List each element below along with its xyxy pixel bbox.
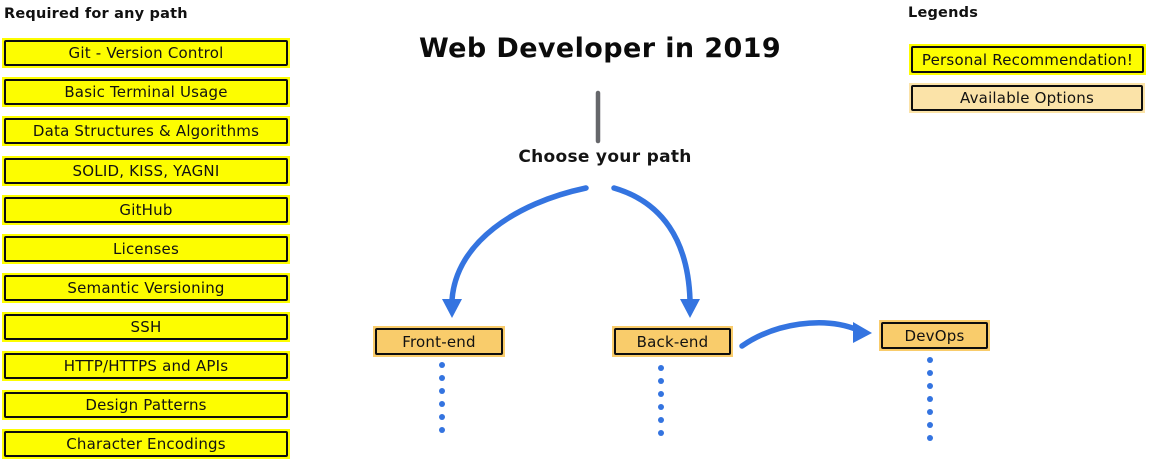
required-item-licenses: Licenses (2, 234, 290, 264)
arrow-backend-to-devops-icon (739, 320, 872, 349)
required-item-git: Git - Version Control (2, 38, 290, 68)
legend-available-options-label: Available Options (911, 85, 1143, 111)
path-box-backend-label: Back-end (614, 328, 731, 355)
path-box-frontend: Front-end (373, 326, 505, 357)
required-item-solid: SOLID, KISS, YAGNI (2, 156, 290, 186)
required-item-label: HTTP/HTTPS and APIs (4, 353, 288, 379)
required-item-semver: Semantic Versioning (2, 273, 290, 303)
required-item-http: HTTP/HTTPS and APIs (2, 351, 290, 381)
required-item-label: GitHub (4, 197, 288, 223)
legend-available-options: Available Options (909, 83, 1145, 113)
required-item-github: GitHub (2, 195, 290, 225)
arrow-to-frontend-icon (442, 185, 589, 318)
required-item-label: Character Encodings (4, 431, 288, 457)
dotted-continuation-frontend-icon (439, 362, 445, 433)
required-item-label: Data Structures & Algorithms (4, 118, 288, 144)
required-item-label: Design Patterns (4, 392, 288, 418)
required-item-terminal: Basic Terminal Usage (2, 77, 290, 107)
required-item-label: SOLID, KISS, YAGNI (4, 158, 288, 184)
required-item-label: Basic Terminal Usage (4, 79, 288, 105)
choose-your-path-label: Choose your path (518, 147, 692, 167)
dotted-continuation-backend-icon (658, 365, 664, 436)
path-box-devops: DevOps (879, 320, 990, 351)
required-item-data-structures: Data Structures & Algorithms (2, 116, 290, 146)
required-item-label: SSH (4, 314, 288, 340)
required-item-design-patterns: Design Patterns (2, 390, 290, 420)
legend-heading: Legends (908, 5, 979, 21)
required-item-label: Licenses (4, 236, 288, 262)
path-box-frontend-label: Front-end (375, 328, 503, 355)
path-box-backend: Back-end (612, 326, 733, 357)
arrow-to-backend-icon (611, 185, 700, 318)
required-section-heading: Required for any path (4, 6, 188, 22)
legend-personal-recommendation-label: Personal Recommendation! (911, 46, 1144, 73)
required-item-encodings: Character Encodings (2, 429, 290, 459)
required-item-ssh: SSH (2, 312, 290, 342)
path-box-devops-label: DevOps (881, 322, 988, 349)
required-item-label: Semantic Versioning (4, 275, 288, 301)
dotted-continuation-devops-icon (927, 357, 933, 441)
page-title: Web Developer in 2019 (418, 33, 782, 64)
required-item-label: Git - Version Control (4, 40, 288, 66)
legend-personal-recommendation: Personal Recommendation! (909, 44, 1146, 75)
